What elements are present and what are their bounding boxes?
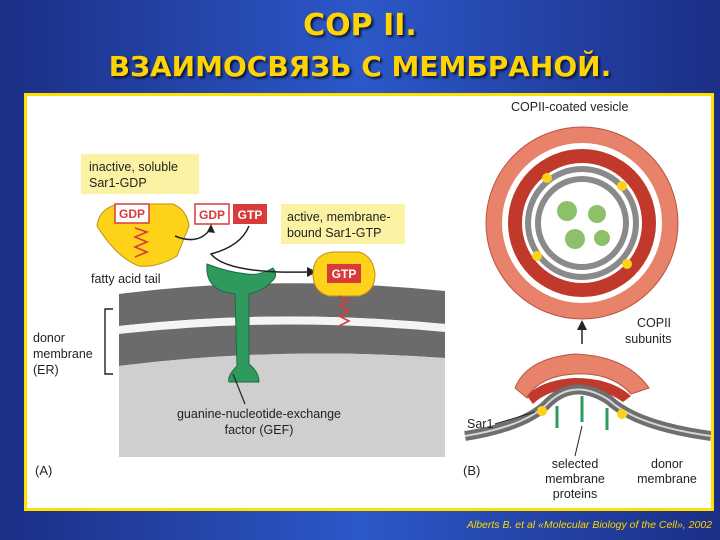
selected-pointer bbox=[574, 425, 583, 457]
copii-diagram: donor membrane (ER) inactive, soluble Sa… bbox=[33, 100, 712, 501]
fatty-acid-tail-inactive bbox=[132, 227, 150, 258]
panel-b: COPII-coated vesicle COPII subunits bbox=[463, 100, 712, 501]
membrane-white-gap bbox=[119, 316, 445, 334]
inactive-label-2: Sar1-GDP bbox=[89, 176, 147, 190]
panel-b-label: (B) bbox=[463, 463, 480, 478]
bud-coat bbox=[514, 353, 650, 399]
gtp-free-box bbox=[233, 204, 267, 224]
copii-coated-vesicle bbox=[485, 126, 679, 320]
bud-inner-coat bbox=[527, 378, 631, 404]
exchange-arrow-gtp-in bbox=[209, 225, 310, 273]
bud-sar1-2 bbox=[617, 409, 627, 419]
membrane-inner-leaflet bbox=[119, 324, 445, 366]
vesicle-sar1-4 bbox=[622, 259, 632, 269]
vesicle-cargo-2 bbox=[588, 205, 606, 223]
gef-label-1: guanine-nucleotide-exchange bbox=[177, 407, 341, 421]
subunits-label-1: COPII bbox=[637, 316, 671, 330]
panel-a-label: (A) bbox=[35, 463, 52, 478]
vesicle-cargo-1 bbox=[557, 201, 577, 221]
subunits-label-2: subunits bbox=[625, 332, 672, 346]
vesicle-sar1-2 bbox=[617, 181, 627, 191]
vesicle-label: COPII-coated vesicle bbox=[511, 100, 628, 114]
gdp-released-box bbox=[194, 203, 230, 225]
panel-a: donor membrane (ER) inactive, soluble Sa… bbox=[33, 154, 445, 478]
panel-b-donor-1: donor bbox=[651, 457, 683, 471]
sar1-label: Sar1 bbox=[467, 417, 493, 431]
donor-label-2: membrane bbox=[33, 347, 93, 361]
gef-pointer bbox=[232, 373, 246, 405]
panel-b-donor-2: membrane bbox=[637, 472, 697, 486]
bud-sar1-1 bbox=[537, 406, 547, 416]
vesicle-cargo-4 bbox=[594, 230, 610, 246]
gtp-bound-text: GTP bbox=[332, 267, 357, 281]
gtp-free-text: GTP bbox=[238, 208, 263, 222]
sar1-pointer bbox=[494, 411, 536, 425]
gdp-box bbox=[114, 203, 150, 224]
slide-title-line1: COP II. bbox=[303, 8, 417, 43]
figure-frame: donor membrane (ER) inactive, soluble Sa… bbox=[24, 93, 714, 511]
budding-site bbox=[464, 353, 712, 441]
er-lumen bbox=[119, 353, 445, 456]
vesicle-sar1-1 bbox=[542, 173, 552, 183]
inactive-label-1: inactive, soluble bbox=[89, 160, 178, 174]
fatty-acid-label: fatty acid tail bbox=[91, 272, 160, 286]
gef-protein bbox=[206, 263, 277, 383]
citation: Alberts B. et al «Molecular Biology of t… bbox=[466, 519, 712, 531]
slide-title-line2: ВЗАИМОСВЯЗЬ С МЕМБРАНОЙ. bbox=[108, 50, 612, 83]
gdp-released-text: GDP bbox=[199, 208, 225, 222]
selected-label-2: membrane bbox=[545, 472, 605, 486]
active-label-1: active, membrane- bbox=[287, 210, 391, 224]
donor-membrane-bracket bbox=[104, 308, 113, 375]
gtp-bound-box bbox=[327, 264, 361, 283]
gef-label-2: factor (GEF) bbox=[225, 423, 294, 437]
vesicle-sar1-3 bbox=[532, 251, 542, 261]
active-label-2: bound Sar1-GTP bbox=[287, 226, 382, 240]
donor-label-3: (ER) bbox=[33, 363, 59, 377]
inactive-label-box bbox=[81, 154, 199, 194]
active-label-box bbox=[281, 204, 405, 244]
selected-label-1: selected bbox=[552, 457, 599, 471]
vesicle-cargo-3 bbox=[565, 229, 585, 249]
selected-label-3: proteins bbox=[553, 487, 597, 501]
donor-label-1: donor bbox=[33, 331, 65, 345]
fatty-acid-tail-anchored bbox=[337, 295, 351, 327]
gdp-text: GDP bbox=[119, 207, 145, 221]
